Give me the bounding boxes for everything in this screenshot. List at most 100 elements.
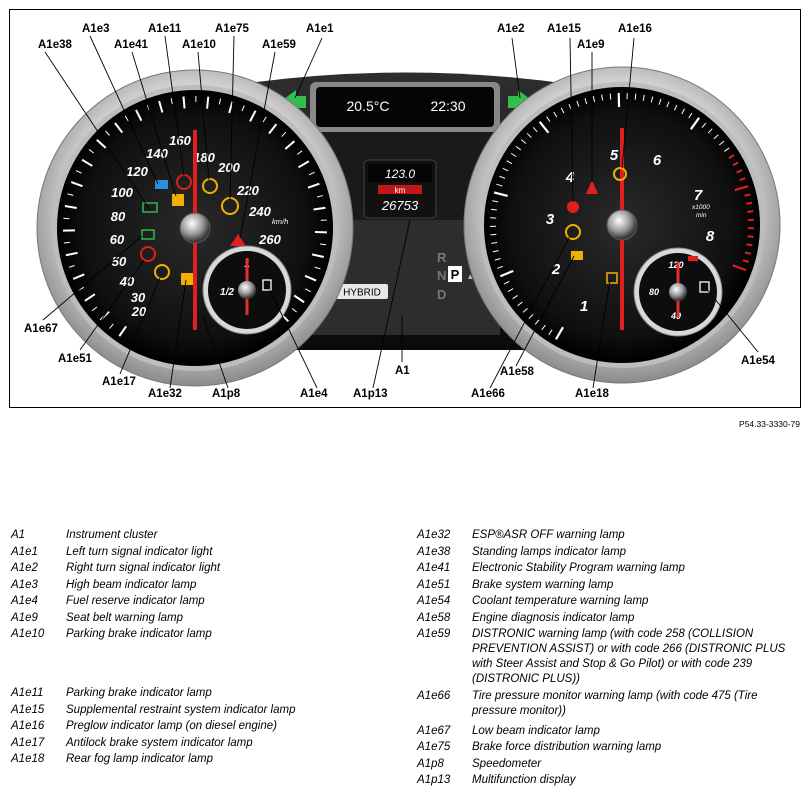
legend-description: Instrument cluster	[66, 528, 386, 543]
legend-code: A1e41	[417, 561, 472, 576]
legend-description: Tire pressure monitor warning lamp (with…	[472, 689, 787, 719]
callout-a1e3: A1e3	[82, 23, 110, 35]
hybrid-label: HYBRID	[343, 288, 381, 299]
rpm-tick	[747, 211, 753, 212]
speed-tick	[64, 242, 70, 243]
speed-tick-label: 260	[258, 232, 281, 247]
coolant-high: 120	[668, 260, 683, 270]
legend-description: Low beam indicator lamp	[472, 724, 787, 739]
speed-tick-label: 200	[217, 160, 240, 175]
speed-tick-label: 140	[146, 146, 168, 161]
legend-description: Speedometer	[472, 757, 787, 772]
coolant-mid: 80	[649, 287, 659, 297]
callout-a1e15: A1e15	[547, 23, 581, 35]
legend-description: Rear fog lamp indicator lamp	[66, 752, 386, 767]
callout-a1e41: A1e41	[114, 39, 148, 51]
legend-description: ESP®ASR OFF warning lamp	[472, 528, 787, 543]
callout-a1e58: A1e58	[500, 366, 534, 378]
speedometer: 203040506080100120140160180200220240260 …	[37, 70, 353, 386]
rpm-tick-label: 8	[706, 228, 715, 245]
callout-a1e54: A1e54	[741, 355, 775, 367]
legend-description: Antilock brake system indicator lamp	[66, 736, 386, 751]
legend-description: Left turn signal indicator light	[66, 545, 386, 560]
esp-icon	[172, 194, 184, 206]
gear-p: P	[451, 267, 460, 282]
legend-code: A1e38	[417, 545, 472, 560]
rpm-tick	[746, 203, 752, 204]
legend-code: A1e67	[417, 724, 472, 739]
callout-a1e2: A1e2	[497, 23, 525, 35]
callout-a1p8: A1p8	[212, 388, 241, 400]
legend-description: Electronic Stability Program warning lam…	[472, 561, 787, 576]
reference-code: P54.33-3330-79	[739, 419, 800, 429]
legend-code: A1	[11, 528, 66, 543]
fuel-half-label: 1/2	[220, 287, 234, 298]
legend-description: Preglow indicator lamp (on diesel engine…	[66, 719, 386, 734]
distance-unit: km	[395, 186, 406, 195]
callout-a1e9: A1e9	[577, 39, 605, 51]
legend-code: A1e16	[11, 719, 66, 734]
legend-description: Engine diagnosis indicator lamp	[472, 611, 787, 626]
airbag-icon	[567, 201, 579, 213]
callout-a1e66: A1e66	[471, 388, 505, 400]
legend-code: A1e66	[417, 689, 472, 719]
legend-description: Seat belt warning lamp	[66, 611, 386, 626]
legend-description: Standing lamps indicator lamp	[472, 545, 787, 560]
callout-a1e75: A1e75	[215, 23, 249, 35]
legend-code: A1p8	[417, 757, 472, 772]
callout-a1e4: A1e4	[300, 388, 328, 400]
legend-code: A1e9	[11, 611, 66, 626]
legend-description: Fuel reserve indicator lamp	[66, 594, 386, 609]
legend-description: Brake force distribution warning lamp	[472, 740, 787, 755]
legend-description: Brake system warning lamp	[472, 578, 787, 593]
gear-n: N	[437, 268, 446, 283]
callout-a1e10: A1e10	[182, 39, 216, 51]
odometer: 26753	[381, 198, 419, 213]
legend-code: A1e4	[11, 594, 66, 609]
legend-code: A1e59	[417, 627, 472, 687]
rpm-tick	[491, 209, 497, 210]
speed-tick-label: 80	[111, 209, 126, 224]
rpm-tick-label: 1	[580, 298, 588, 315]
speed-tick-label: 120	[126, 164, 148, 179]
clock-readout: 22:30	[430, 98, 465, 114]
speed-tick-label: 50	[112, 254, 127, 269]
legend-description: Multifunction display	[472, 773, 787, 788]
legend-code: A1e18	[11, 752, 66, 767]
legend-code: A1e75	[417, 740, 472, 755]
legend-description: Supplemental restraint system indicator …	[66, 703, 386, 718]
callout-a1e18: A1e18	[575, 388, 609, 400]
rpm-tick	[745, 194, 751, 195]
esp-off-icon	[181, 273, 193, 285]
legend-code: A1e10	[11, 627, 66, 642]
rpm-tick-label: 3	[546, 211, 555, 228]
temperature-readout: 20.5°C	[347, 98, 390, 114]
rpm-tick-label: 5	[610, 147, 619, 164]
legend-description: DISTRONIC warning lamp (with code 258 (C…	[472, 627, 787, 687]
legend-code: A1e1	[11, 545, 66, 560]
callout-a1e38: A1e38	[38, 39, 72, 51]
rpm-tick-label: 4	[565, 169, 575, 186]
legend-code: A1e3	[11, 578, 66, 593]
callout-a1e17: A1e17	[102, 376, 136, 388]
callout-a1e32: A1e32	[148, 388, 182, 400]
legend-code: A1e15	[11, 703, 66, 718]
legend-code: A1p13	[417, 773, 472, 788]
speed-tick	[183, 97, 184, 109]
speed-tick	[207, 97, 208, 109]
